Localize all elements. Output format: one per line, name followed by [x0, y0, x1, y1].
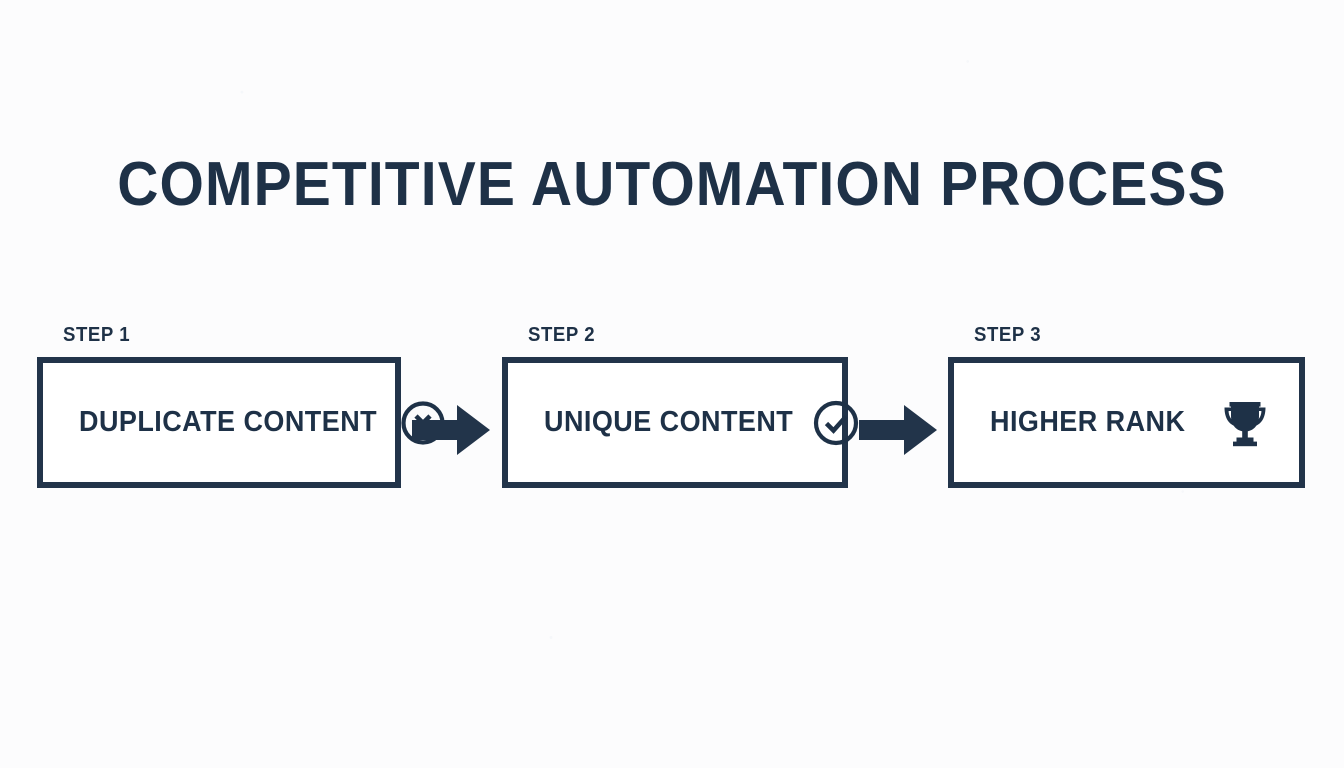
step-2-label: STEP 2 — [528, 324, 596, 346]
step-1-box[interactable]: DUPLICATE CONTENT — [37, 357, 445, 488]
process-flow: STEP 1 DUPLICATE CONTENT STEP 2 — [0, 325, 1344, 500]
step-3-box[interactable]: HIGHER RANK — [948, 357, 1305, 488]
step-2-text: UNIQUE CONTENT — [544, 406, 794, 438]
check-circle-icon — [812, 399, 860, 447]
trophy-icon — [1217, 395, 1273, 451]
step-3-text: HIGHER RANK — [990, 406, 1186, 438]
process-step-2[interactable]: STEP 2 UNIQUE CONTENT — [502, 324, 859, 500]
page-title: COMPETITIVE AUTOMATION PROCESS — [117, 150, 1227, 219]
step-2-box[interactable]: UNIQUE CONTENT — [502, 357, 859, 488]
arrow-right-icon-2 — [859, 403, 937, 457]
step-3-label: STEP 3 — [974, 324, 1042, 346]
arrow-right-icon-1 — [412, 403, 490, 457]
process-step-1[interactable]: STEP 1 DUPLICATE CONTENT — [37, 324, 445, 500]
step-1-label: STEP 1 — [63, 324, 131, 346]
step-1-text: DUPLICATE CONTENT — [79, 406, 378, 438]
process-step-3[interactable]: STEP 3 HIGHER RANK — [948, 325, 1305, 500]
